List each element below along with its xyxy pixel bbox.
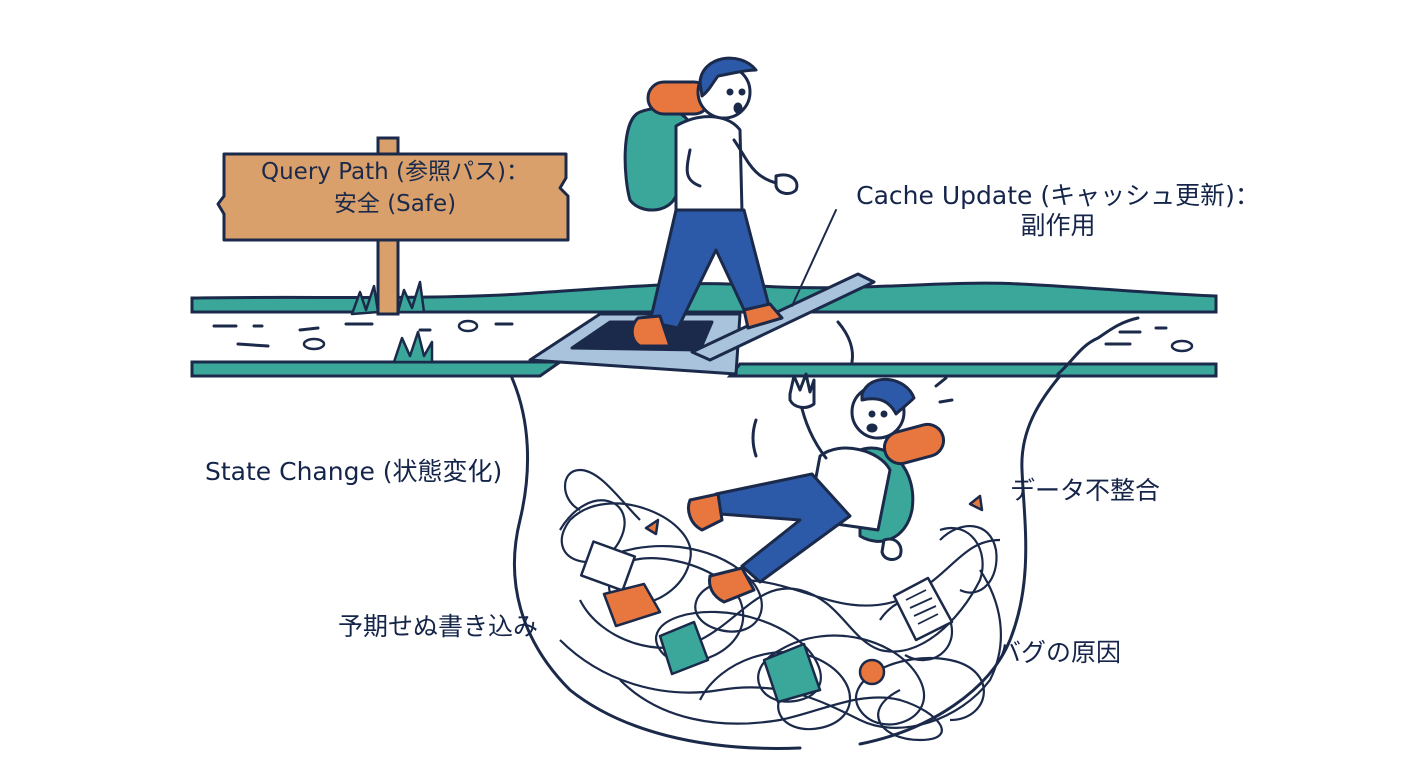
grass-band (190, 281, 1218, 314)
orange-coin-icon (858, 658, 886, 686)
hiker-hair (860, 378, 916, 416)
pit (510, 316, 1140, 750)
hiker-arm (732, 138, 782, 186)
falling-hiker (687, 320, 954, 604)
teal-block-icon (658, 620, 710, 676)
paper-sheet-icon (579, 540, 637, 592)
hiker-shoe (742, 302, 784, 330)
ground-bottom-band-right (726, 362, 1218, 378)
data-mismatch-label: データ不整合 (1010, 476, 1161, 505)
sign-board (216, 152, 570, 242)
orange-shard (968, 494, 984, 512)
pebble (457, 319, 479, 333)
hiker-shoe (687, 492, 724, 532)
signpost (216, 136, 570, 316)
bedroll (882, 422, 946, 466)
pebble (1170, 339, 1194, 353)
teal-cube-icon (762, 642, 822, 704)
pit-debris (579, 494, 984, 704)
grass-tuft (392, 330, 434, 364)
cache-update-label: Cache Update (キャッシュ更新)： 副作用 (843, 181, 1273, 241)
pebble (302, 337, 326, 351)
hiker-shirt (674, 115, 744, 214)
unexpected-write-label: 予期せぬ書き込み (338, 612, 539, 641)
document-icon (892, 576, 954, 642)
cache-update-line-2: 副作用 (1020, 211, 1096, 240)
walking-hiker (623, 56, 799, 348)
ground (190, 280, 1218, 378)
hiker-lower-hand (880, 537, 903, 561)
ground-bottom-band (190, 360, 565, 378)
state-change-label: State Change (状態変化) (205, 457, 503, 486)
sign-line-2: 安全 (Safe) (333, 191, 457, 217)
hiker-shoe (708, 566, 756, 604)
hiker-hand (774, 173, 799, 195)
cache-update-pointer (791, 209, 837, 307)
grass-tuft (396, 280, 426, 314)
callout-lines (791, 209, 837, 307)
path-dashes (212, 322, 1168, 348)
hiker-shoe (630, 314, 672, 348)
hiker-raised-hand (788, 372, 816, 409)
pit-left-wall (510, 376, 802, 750)
orange-folder-icon (602, 582, 662, 628)
pit-edge-crack (1056, 316, 1140, 376)
hiker-hair (698, 56, 758, 98)
hiker-back-arm (685, 148, 702, 188)
bug-cause-label: バグの原因 (996, 638, 1122, 667)
orange-shard (644, 518, 660, 536)
sign-label: Query Path (参照パス)： 安全 (Safe) (222, 156, 568, 220)
pit-right-wall (858, 374, 1062, 746)
grass-tuft (350, 284, 380, 316)
cache-update-line-1: Cache Update (キャッシュ更新)： (856, 181, 1260, 210)
sign-line-1: Query Path (参照パス)： (261, 159, 529, 185)
